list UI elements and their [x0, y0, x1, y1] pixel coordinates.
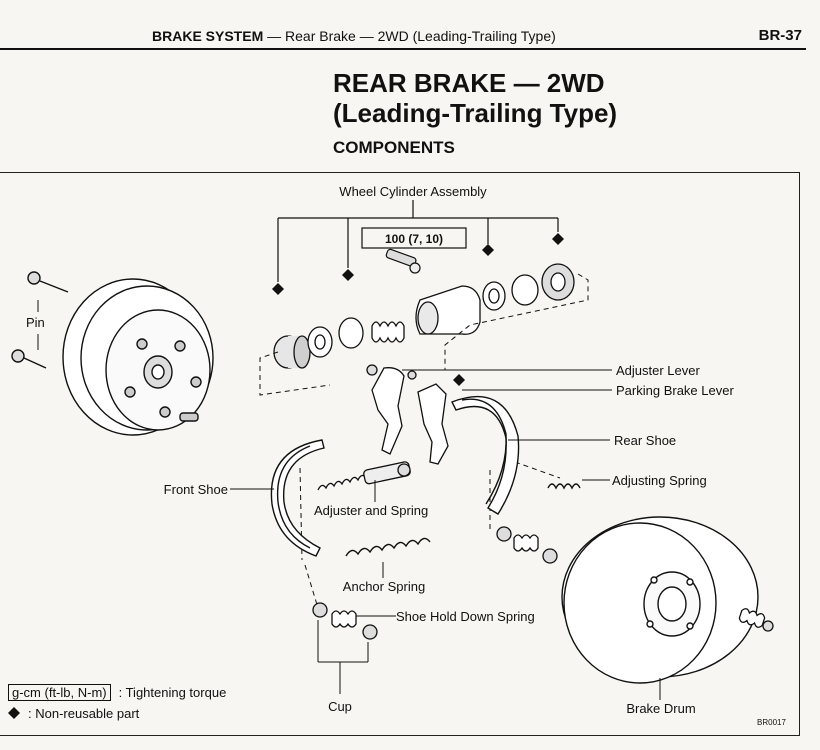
guide-lines	[259, 273, 589, 609]
nonreusable-marker-4	[552, 233, 564, 245]
wheel-cylinder-bracket	[277, 200, 559, 282]
legend-torque: g-cm (ft-lb, N-m) : Tightening torque	[8, 684, 226, 701]
bleeder-screw-icon	[385, 248, 421, 274]
pin-label: Pin	[26, 315, 45, 330]
section-subtitle: COMPONENTS	[333, 138, 455, 157]
torque-box	[361, 227, 467, 249]
page-number: BR-37	[758, 27, 802, 44]
wheel-cylinder-parts-icon	[273, 263, 575, 369]
cup-bracket	[317, 620, 369, 694]
lever-leaders	[402, 369, 612, 391]
page-header: BRAKE SYSTEM — Rear Brake — 2WD (Leading…	[0, 26, 806, 50]
pin-icon	[11, 271, 69, 369]
nonreusable-marker-1	[272, 283, 284, 295]
anchor-spring-label: Anchor Spring	[343, 579, 425, 594]
nonreusable-marker-2	[342, 269, 354, 281]
adjusting-spring-icon	[547, 483, 581, 490]
adjuster-and-spring-label: Adjuster and Spring	[314, 503, 428, 518]
brake-drum-label: Brake Drum	[626, 701, 695, 716]
nonreusable-marker-5	[453, 374, 465, 386]
drum-screw-icon	[738, 608, 774, 632]
diagram-frame	[0, 172, 800, 736]
torque-spec: 100 (7, 10)	[385, 232, 443, 246]
cup-label: Cup	[328, 699, 352, 714]
lever-assembly-icon	[366, 364, 449, 465]
hold-down-spring-bottom-icon	[312, 602, 378, 640]
adjuster-lever-label: Adjuster Lever	[616, 363, 700, 378]
legend-torque-unit: g-cm (ft-lb, N-m)	[8, 684, 111, 701]
adjuster-spring-icon	[317, 461, 411, 491]
page-title: REAR BRAKE — 2WD (Leading-Trailing Type)	[333, 68, 617, 128]
nonreusable-marker-3	[482, 244, 494, 256]
backing-plate-icon	[62, 278, 214, 436]
wheel-cylinder-label: Wheel Cylinder Assembly	[339, 184, 487, 199]
legend-torque-text: : Tightening torque	[118, 685, 227, 700]
figure-ref-code: BR0017	[757, 718, 786, 727]
legend-diamond-icon	[8, 707, 20, 719]
brake-drum-icon	[561, 516, 759, 684]
anchor-spring-icon	[345, 537, 431, 557]
hold-down-spring-right-icon	[496, 526, 558, 564]
front-shoe-label: Front Shoe	[164, 482, 228, 497]
adjusting-spring-label: Adjusting Spring	[612, 473, 707, 488]
running-head: BRAKE SYSTEM — Rear Brake — 2WD (Leading…	[152, 28, 556, 44]
legend-nonreusable: : Non-reusable part	[28, 706, 140, 721]
rear-shoe-label: Rear Shoe	[614, 433, 676, 448]
front-shoe-icon	[270, 439, 325, 557]
rear-shoe-icon	[451, 395, 520, 515]
shoe-hold-down-spring-label: Shoe Hold Down Spring	[396, 609, 535, 624]
title-line-2: (Leading-Trailing Type)	[333, 98, 618, 128]
title-line-1: REAR BRAKE — 2WD	[333, 68, 605, 98]
parking-brake-lever-label: Parking Brake Lever	[616, 383, 734, 398]
